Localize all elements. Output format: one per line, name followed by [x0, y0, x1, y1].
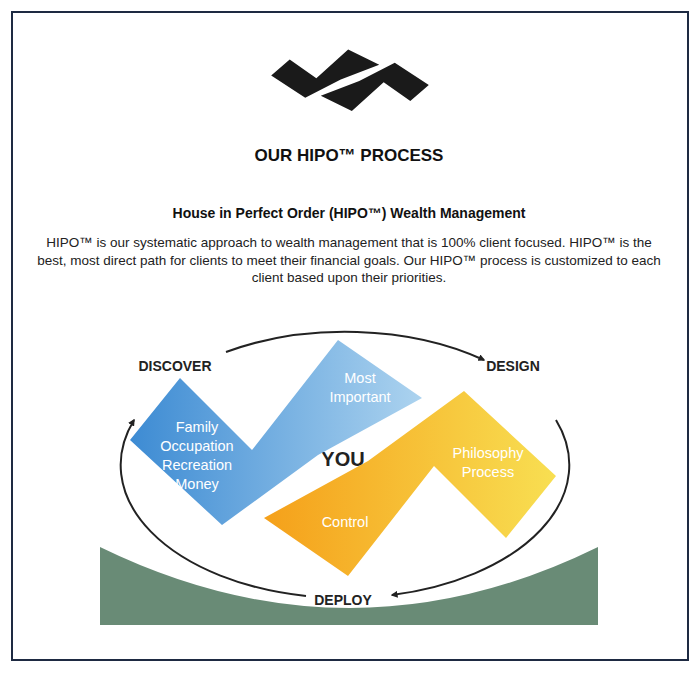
focus-list: Family Occupation Recreation Money — [149, 418, 245, 494]
intro-paragraph: HIPO™ is our systematic approach to weal… — [35, 234, 663, 287]
subtitle: House in Perfect Order (HIPO™) Wealth Ma… — [173, 205, 526, 222]
logo-rule — [296, 119, 404, 121]
zigzag-shape — [264, 391, 556, 576]
logo-mark — [271, 50, 429, 111]
method-list: Philosophy Process — [442, 444, 534, 482]
focus-heading: Most Important — [315, 369, 405, 407]
stage-label: DISCOVER — [138, 358, 211, 374]
frame-border — [12, 12, 688, 660]
stage-label: DESIGN — [486, 358, 540, 374]
control-text: Control — [300, 513, 390, 532]
stage-label: DEPLOY — [314, 592, 372, 608]
logo-shape — [321, 63, 429, 111]
yellow-zigzag: Philosophy ProcessControl — [264, 391, 556, 576]
shape-outline — [264, 391, 556, 576]
page-title: OUR HIPO™ PROCESS — [255, 146, 444, 166]
